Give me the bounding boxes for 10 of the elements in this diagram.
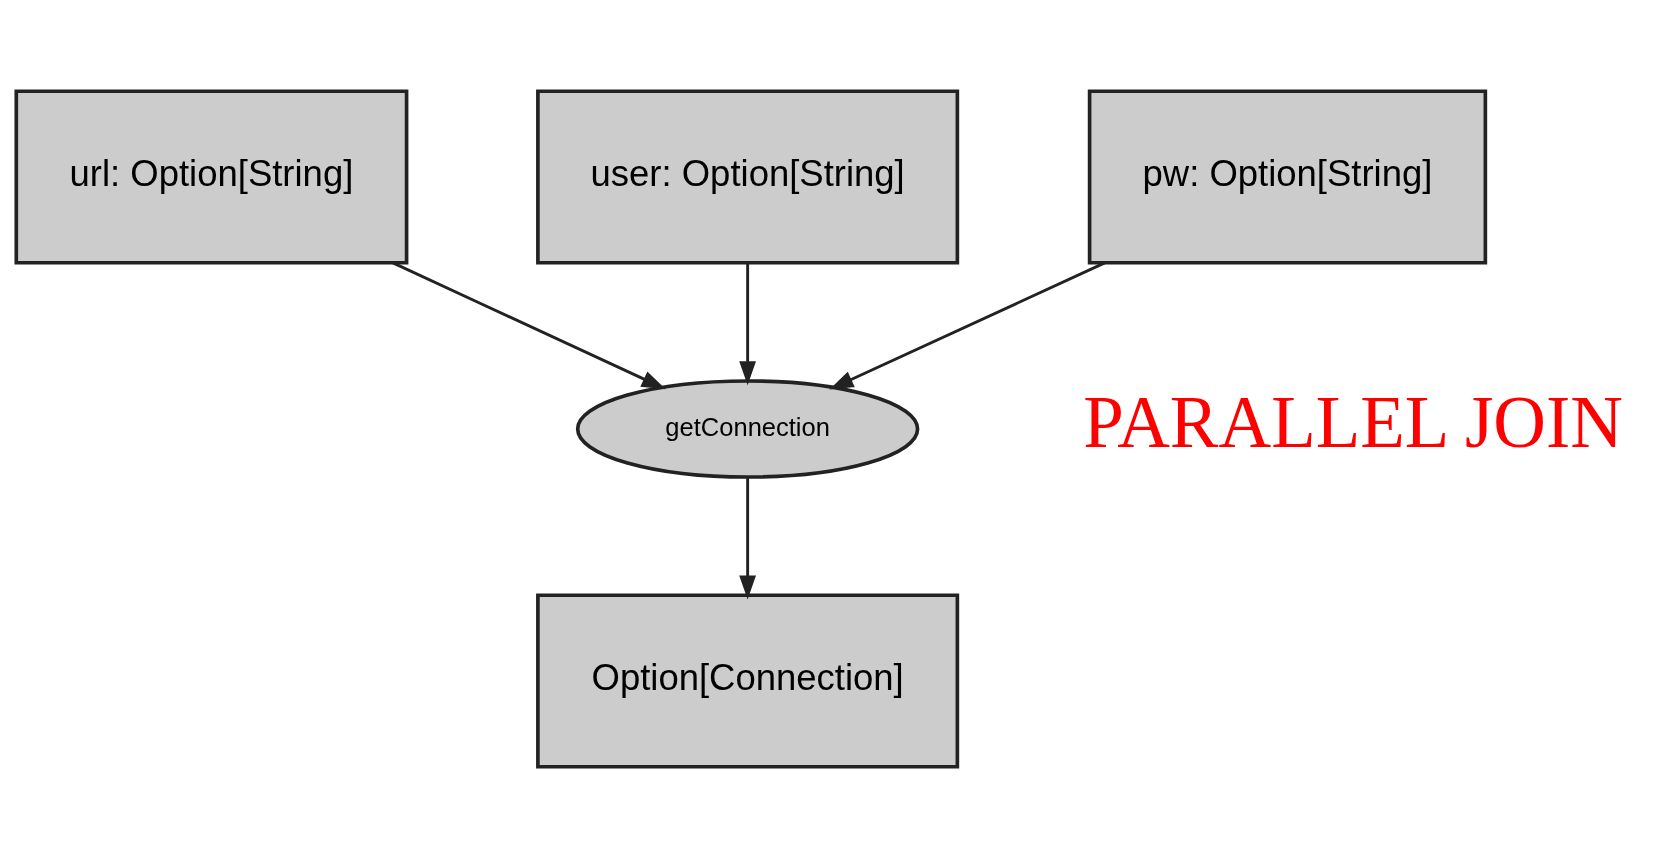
arrow xyxy=(739,262,757,385)
node-box: pw: Option[String] xyxy=(1087,88,1488,265)
node-box: Option[Connection] xyxy=(536,592,960,769)
node-box: url: Option[String] xyxy=(14,88,409,265)
arrow xyxy=(829,261,1106,390)
node-ellipse: getConnection xyxy=(575,378,920,479)
node-box: user: Option[String] xyxy=(536,88,960,265)
label: PARALLEL JOIN xyxy=(1083,381,1623,463)
arrow xyxy=(739,476,757,599)
arrow xyxy=(392,261,666,389)
